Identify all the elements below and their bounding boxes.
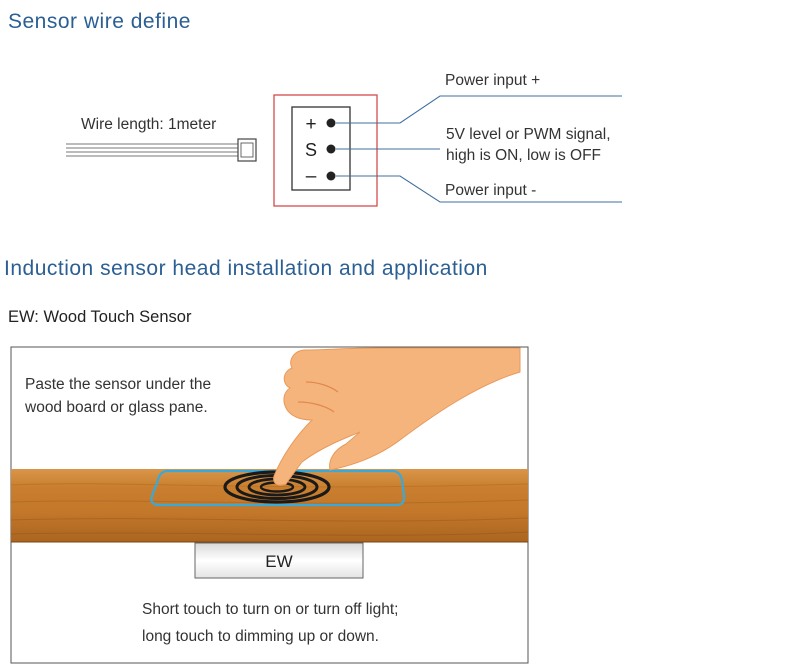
installation-title: Induction sensor head installation and a…	[4, 257, 488, 280]
hand-icon	[273, 347, 521, 486]
wire-length-label: Wire length: 1meter	[81, 116, 217, 133]
paste-instruction-line1: Paste the sensor under the	[25, 376, 212, 393]
connector-box: + S –	[273, 94, 378, 207]
pin-signal-label-line2: high is ON, low is OFF	[446, 147, 602, 164]
pin-signal-symbol: S	[305, 140, 317, 160]
paste-instruction-line2: wood board or glass pane.	[25, 399, 208, 416]
ew-module	[194, 542, 364, 579]
usage-instruction-line2: long touch to dimming up or down.	[142, 628, 379, 645]
pin-plus-label: Power input +	[445, 72, 541, 89]
wire-define-title: Sensor wire define	[8, 10, 191, 33]
pin-minus-symbol: –	[306, 166, 317, 187]
pin-signal-dot	[326, 144, 336, 154]
sensor-name: EW: Wood Touch Sensor	[8, 308, 192, 326]
usage-instruction-line1: Short touch to turn on or turn off light…	[142, 601, 399, 618]
pin-minus-label: Power input -	[445, 182, 537, 199]
sensor-cable	[66, 138, 257, 162]
ew-module-label: EW	[265, 551, 293, 571]
wood-board	[10, 469, 529, 543]
pin-signal-label: 5V level or PWM signal,	[446, 126, 611, 143]
leader-lines	[336, 95, 622, 203]
pin-minus-dot	[326, 171, 336, 181]
pin-plus-symbol: +	[305, 114, 316, 135]
sensor-pad-outline	[150, 469, 406, 507]
pin-plus-dot	[326, 118, 336, 128]
